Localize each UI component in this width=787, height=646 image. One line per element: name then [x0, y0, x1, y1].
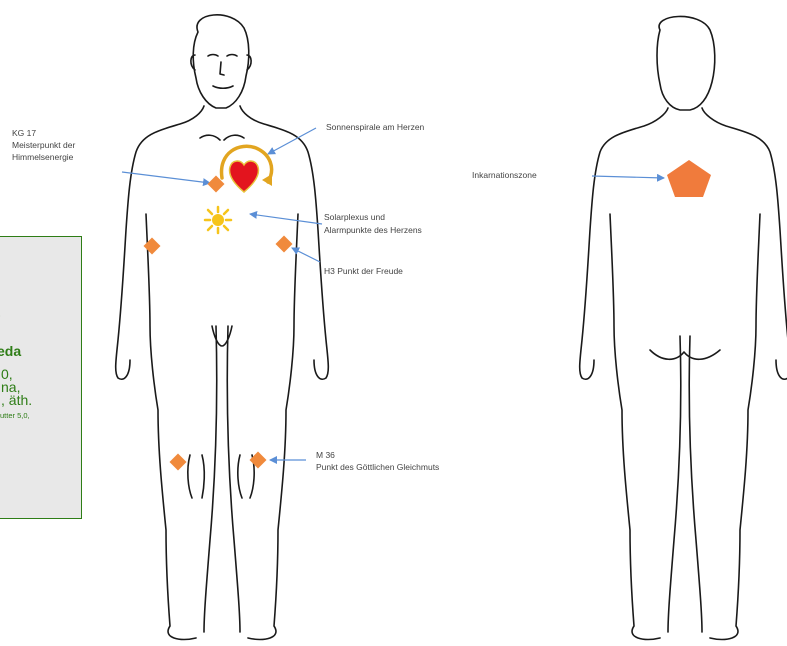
label-kg17-line2: Himmelsenergie — [12, 152, 73, 163]
label-inkarnation: Inkarnationszone — [472, 170, 537, 181]
front-body-outline — [116, 15, 329, 640]
label-sonnenspirale: Sonnenspirale am Herzen — [326, 122, 424, 133]
arrow-kg17 — [122, 172, 210, 183]
pointer-arrows — [122, 128, 664, 460]
side-box-line3: , äth. — [1, 393, 32, 407]
back-body-outline — [580, 16, 787, 639]
pentagon-marker — [667, 160, 711, 197]
label-h3: H3 Punkt der Freude — [324, 266, 403, 277]
arrow-sonnenspirale — [268, 128, 316, 154]
sun-spiral-arrowhead — [262, 174, 272, 186]
label-solarplexus-line2: Alarmpunkte des Herzens — [324, 225, 422, 236]
heart-icon — [230, 161, 259, 192]
marker-m36-left — [170, 454, 187, 471]
label-m36-desc: Punkt des Göttlichen Gleichmuts — [316, 462, 439, 473]
side-box-paren: ) — [0, 307, 1, 324]
side-box-small-note: utter 5,0, — [0, 411, 30, 420]
label-kg17-id: KG 17 — [12, 128, 36, 139]
side-info-box: ) eda 0, na, , äth. utter 5,0, — [0, 236, 82, 519]
arrow-solarplexus — [250, 214, 322, 224]
sun-icon — [205, 207, 231, 233]
side-box-title: eda — [0, 343, 21, 359]
label-solarplexus-line1: Solarplexus und — [324, 212, 385, 223]
label-m36-id: M 36 — [316, 450, 335, 461]
arrow-inkarnation — [592, 176, 664, 178]
label-kg17-line1: Meisterpunkt der — [12, 140, 75, 151]
marker-h3-right — [276, 236, 293, 253]
marker-h3-left — [144, 238, 161, 255]
marker-m36-right — [250, 452, 267, 469]
